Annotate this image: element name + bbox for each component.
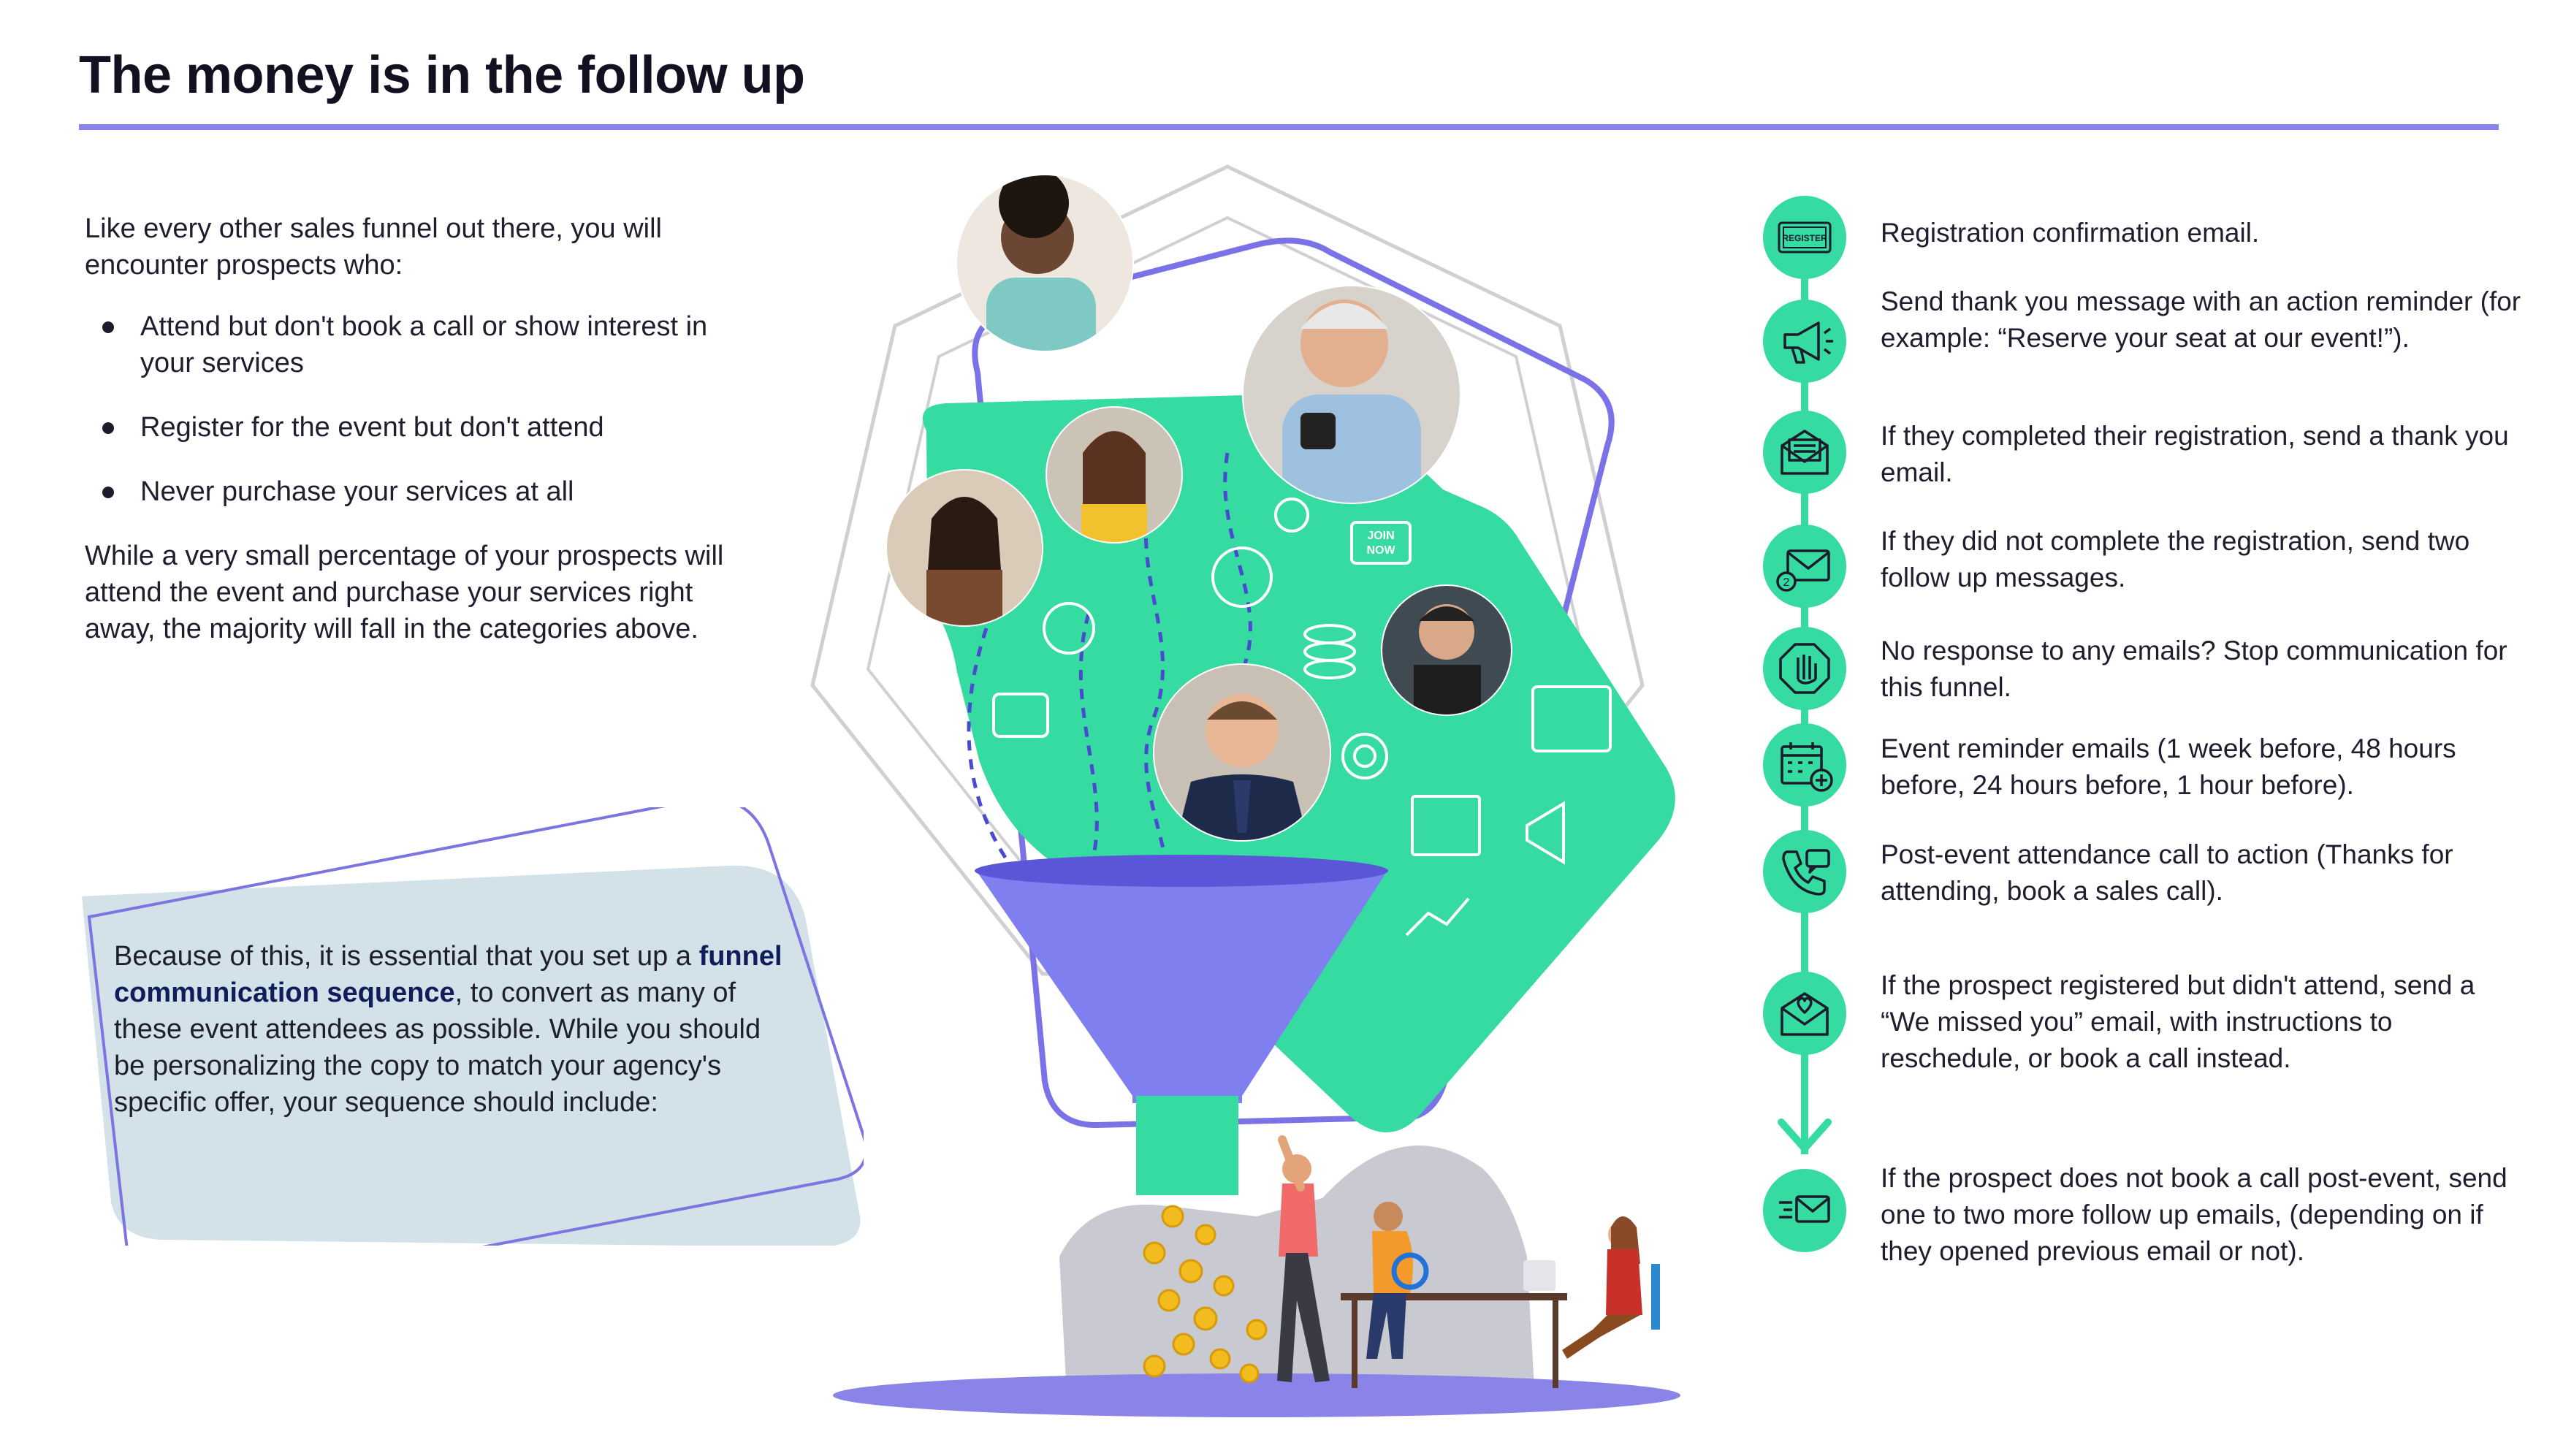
funnel-cone <box>975 869 1388 1103</box>
list-item: Attend but don't book a call or show int… <box>85 308 728 381</box>
coins-falling <box>1143 1205 1268 1384</box>
svg-text:2: 2 <box>1783 576 1790 589</box>
photo-young-woman <box>1046 406 1183 544</box>
funnel-spout <box>1136 1096 1238 1195</box>
step-text: If the prospect does not book a call pos… <box>1881 1163 2507 1266</box>
photo-woman-apron <box>886 469 1043 627</box>
envelope-two-icon: 2 <box>1763 525 1846 608</box>
photo-woman-laptop <box>956 174 1134 352</box>
stop-hand-icon <box>1763 627 1846 710</box>
bullet-dot-icon <box>102 487 114 498</box>
callout-text: Because of this, it is essential that yo… <box>114 938 786 1121</box>
person-standing <box>1277 1135 1330 1382</box>
step-text: Send thank you message with an action re… <box>1881 286 2521 353</box>
ticket-label: REGISTER <box>1782 233 1827 243</box>
ground-shadow <box>833 1373 1680 1417</box>
step-text: Event reminder emails (1 week before, 48… <box>1881 733 2456 800</box>
line-icons <box>992 498 1612 937</box>
join-now-badge: JOIN <box>1367 530 1394 542</box>
step-text: Post-event attendance call to action (Th… <box>1881 839 2453 906</box>
step-text: If they did not complete the registratio… <box>1881 526 2470 592</box>
photo-businessman <box>1153 663 1331 842</box>
calendar-add-icon <box>1763 723 1846 807</box>
list-item-text: Never purchase your services at all <box>140 476 574 507</box>
step-text: If they completed their registration, se… <box>1881 421 2509 487</box>
intro-closing: While a very small percentage of your pr… <box>85 541 724 644</box>
page-title: The money is in the follow up <box>79 46 805 104</box>
envelope-letter-icon <box>1763 411 1846 494</box>
funnel-illustration: JOIN NOW <box>810 164 1680 1417</box>
prospect-list: Attend but don't book a call or show int… <box>85 308 728 510</box>
chevron-down-icon <box>1778 1118 1832 1152</box>
list-item-text: Attend but don't book a call or show int… <box>140 311 708 378</box>
step-text: No response to any emails? Stop communic… <box>1881 636 2507 702</box>
funnel-rim <box>975 855 1388 887</box>
dotted-flow-line <box>967 628 1010 864</box>
send-email-icon <box>1763 1169 1846 1252</box>
step-text: Registration confirmation email. <box>1881 218 2260 248</box>
title-underline <box>79 124 2499 130</box>
bullet-dot-icon <box>102 321 114 333</box>
list-item-text: Register for the event but don't attend <box>140 412 604 443</box>
megaphone-icon <box>1763 300 1846 383</box>
step-text: If the prospect registered but didn't at… <box>1881 970 2475 1073</box>
list-item: Never purchase your services at all <box>85 473 728 510</box>
join-now-badge: NOW <box>1366 544 1395 557</box>
list-item: Register for the event but don't attend <box>85 409 728 446</box>
intro-lead: Like every other sales funnel out there,… <box>85 213 662 281</box>
callout-text-start: Because of this, it is essential that yo… <box>114 941 699 972</box>
envelope-heart-icon <box>1763 972 1846 1055</box>
dotted-flow-line <box>1078 613 1099 893</box>
callout-highlight: funnel communication sequence <box>114 941 782 1008</box>
photo-senior-man-phone <box>1242 285 1461 504</box>
callout-background <box>82 807 864 1246</box>
phone-call-icon <box>1763 830 1846 913</box>
desk-team <box>1341 1202 1660 1388</box>
callout-text-end: , to convert as many of these event atte… <box>114 977 761 1118</box>
photo-man-coffee <box>1381 584 1512 716</box>
register-ticket-icon: REGISTER <box>1763 196 1846 279</box>
dotted-flow-line <box>1223 452 1252 673</box>
bullet-dot-icon <box>102 422 114 434</box>
intro-section: Like every other sales funnel out there,… <box>85 210 728 647</box>
